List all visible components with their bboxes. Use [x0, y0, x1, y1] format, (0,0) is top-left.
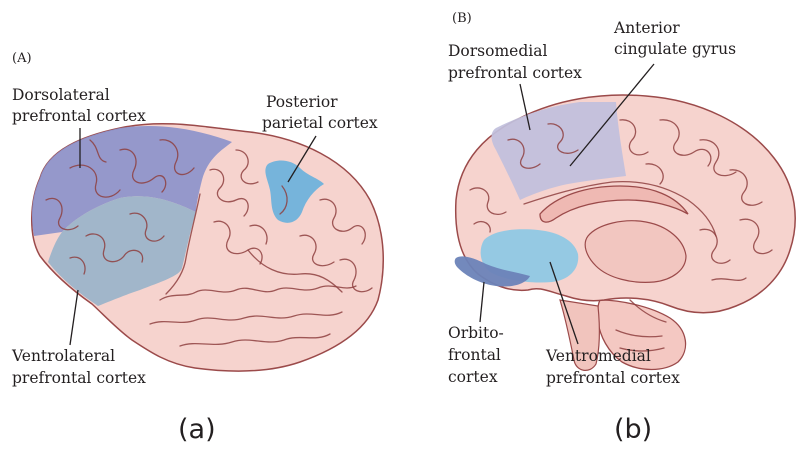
ofc-label: Orbito- frontal cortex: [448, 324, 509, 386]
panel-b-tag: (B): [452, 11, 472, 26]
panel-a-tag: (A): [12, 51, 32, 66]
vmpfc-label-line-1: Ventromedial: [545, 347, 651, 365]
ppc-label: Posterior parietal cortex: [262, 93, 378, 132]
ppc-label-line-1: Posterior: [266, 93, 338, 111]
caption-b: (b): [614, 414, 652, 445]
dlpfc-label-line-2: prefrontal cortex: [12, 107, 146, 125]
vlpfc-label-line-1: Ventrolateral: [11, 347, 115, 365]
dmpfc-label-line-1: Dorsomedial: [448, 42, 547, 60]
ofc-label-line-2: frontal: [448, 346, 501, 364]
dlpfc-label-line-1: Dorsolateral: [12, 86, 110, 104]
acc-label: Anterior cingulate gyrus: [613, 19, 736, 58]
vlpfc-leader: [70, 290, 78, 345]
dlpfc-label: Dorsolateral prefrontal cortex: [12, 86, 146, 125]
dmpfc-label: Dorsomedial prefrontal cortex: [448, 42, 582, 82]
ofc-label-line-3: cortex: [448, 368, 498, 386]
acc-label-line-2: cingulate gyrus: [614, 40, 736, 58]
dmpfc-label-line-2: prefrontal cortex: [448, 64, 582, 82]
lateral-brain-view: [32, 124, 384, 371]
vlpfc-label-line-2: prefrontal cortex: [12, 369, 146, 387]
ofc-label-line-1: Orbito-: [448, 324, 504, 342]
ppc-label-line-2: parietal cortex: [262, 114, 378, 132]
ofc-leader: [480, 282, 484, 322]
caption-a: (a): [178, 414, 216, 445]
vlpfc-label: Ventrolateral prefrontal cortex: [11, 347, 146, 387]
vmpfc-label-line-2: prefrontal cortex: [546, 369, 680, 387]
acc-label-line-1: Anterior: [613, 19, 680, 37]
